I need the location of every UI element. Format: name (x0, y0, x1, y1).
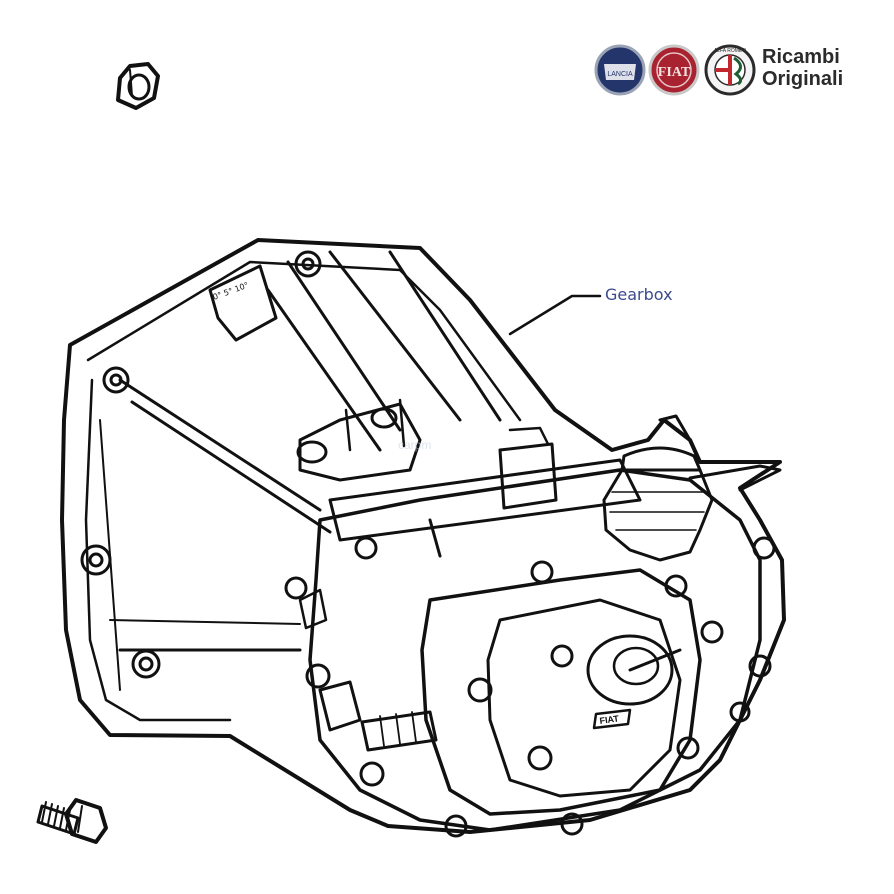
bolt-icon (36, 798, 108, 844)
fiat-logo: FIAT (648, 44, 700, 96)
alfa-logo-text: ALFA ROMEO (714, 48, 746, 54)
brand-logos: LANCIA FIAT ALFA ROMEO (594, 44, 756, 96)
brand-line-1: Ricambi (762, 46, 840, 68)
watermark: carpm (398, 438, 432, 452)
brand-title: Ricambi Originali (762, 46, 843, 90)
alfa-romeo-logo: ALFA ROMEO (704, 44, 756, 96)
casing-plate-text: FIAT (599, 713, 620, 726)
fiat-logo-text: FIAT (658, 65, 691, 80)
brand-line-2: Originali (762, 68, 844, 90)
lancia-logo-text: LANCIA (607, 71, 633, 78)
nut-icon (116, 62, 160, 110)
gearbox-callout-leader (508, 294, 602, 336)
lancia-logo: LANCIA (594, 44, 646, 96)
gearbox-callout-label: Gearbox (605, 285, 673, 304)
timing-scale-text: 0° 5° 10° (212, 281, 250, 302)
gearbox-illustration (60, 238, 786, 838)
